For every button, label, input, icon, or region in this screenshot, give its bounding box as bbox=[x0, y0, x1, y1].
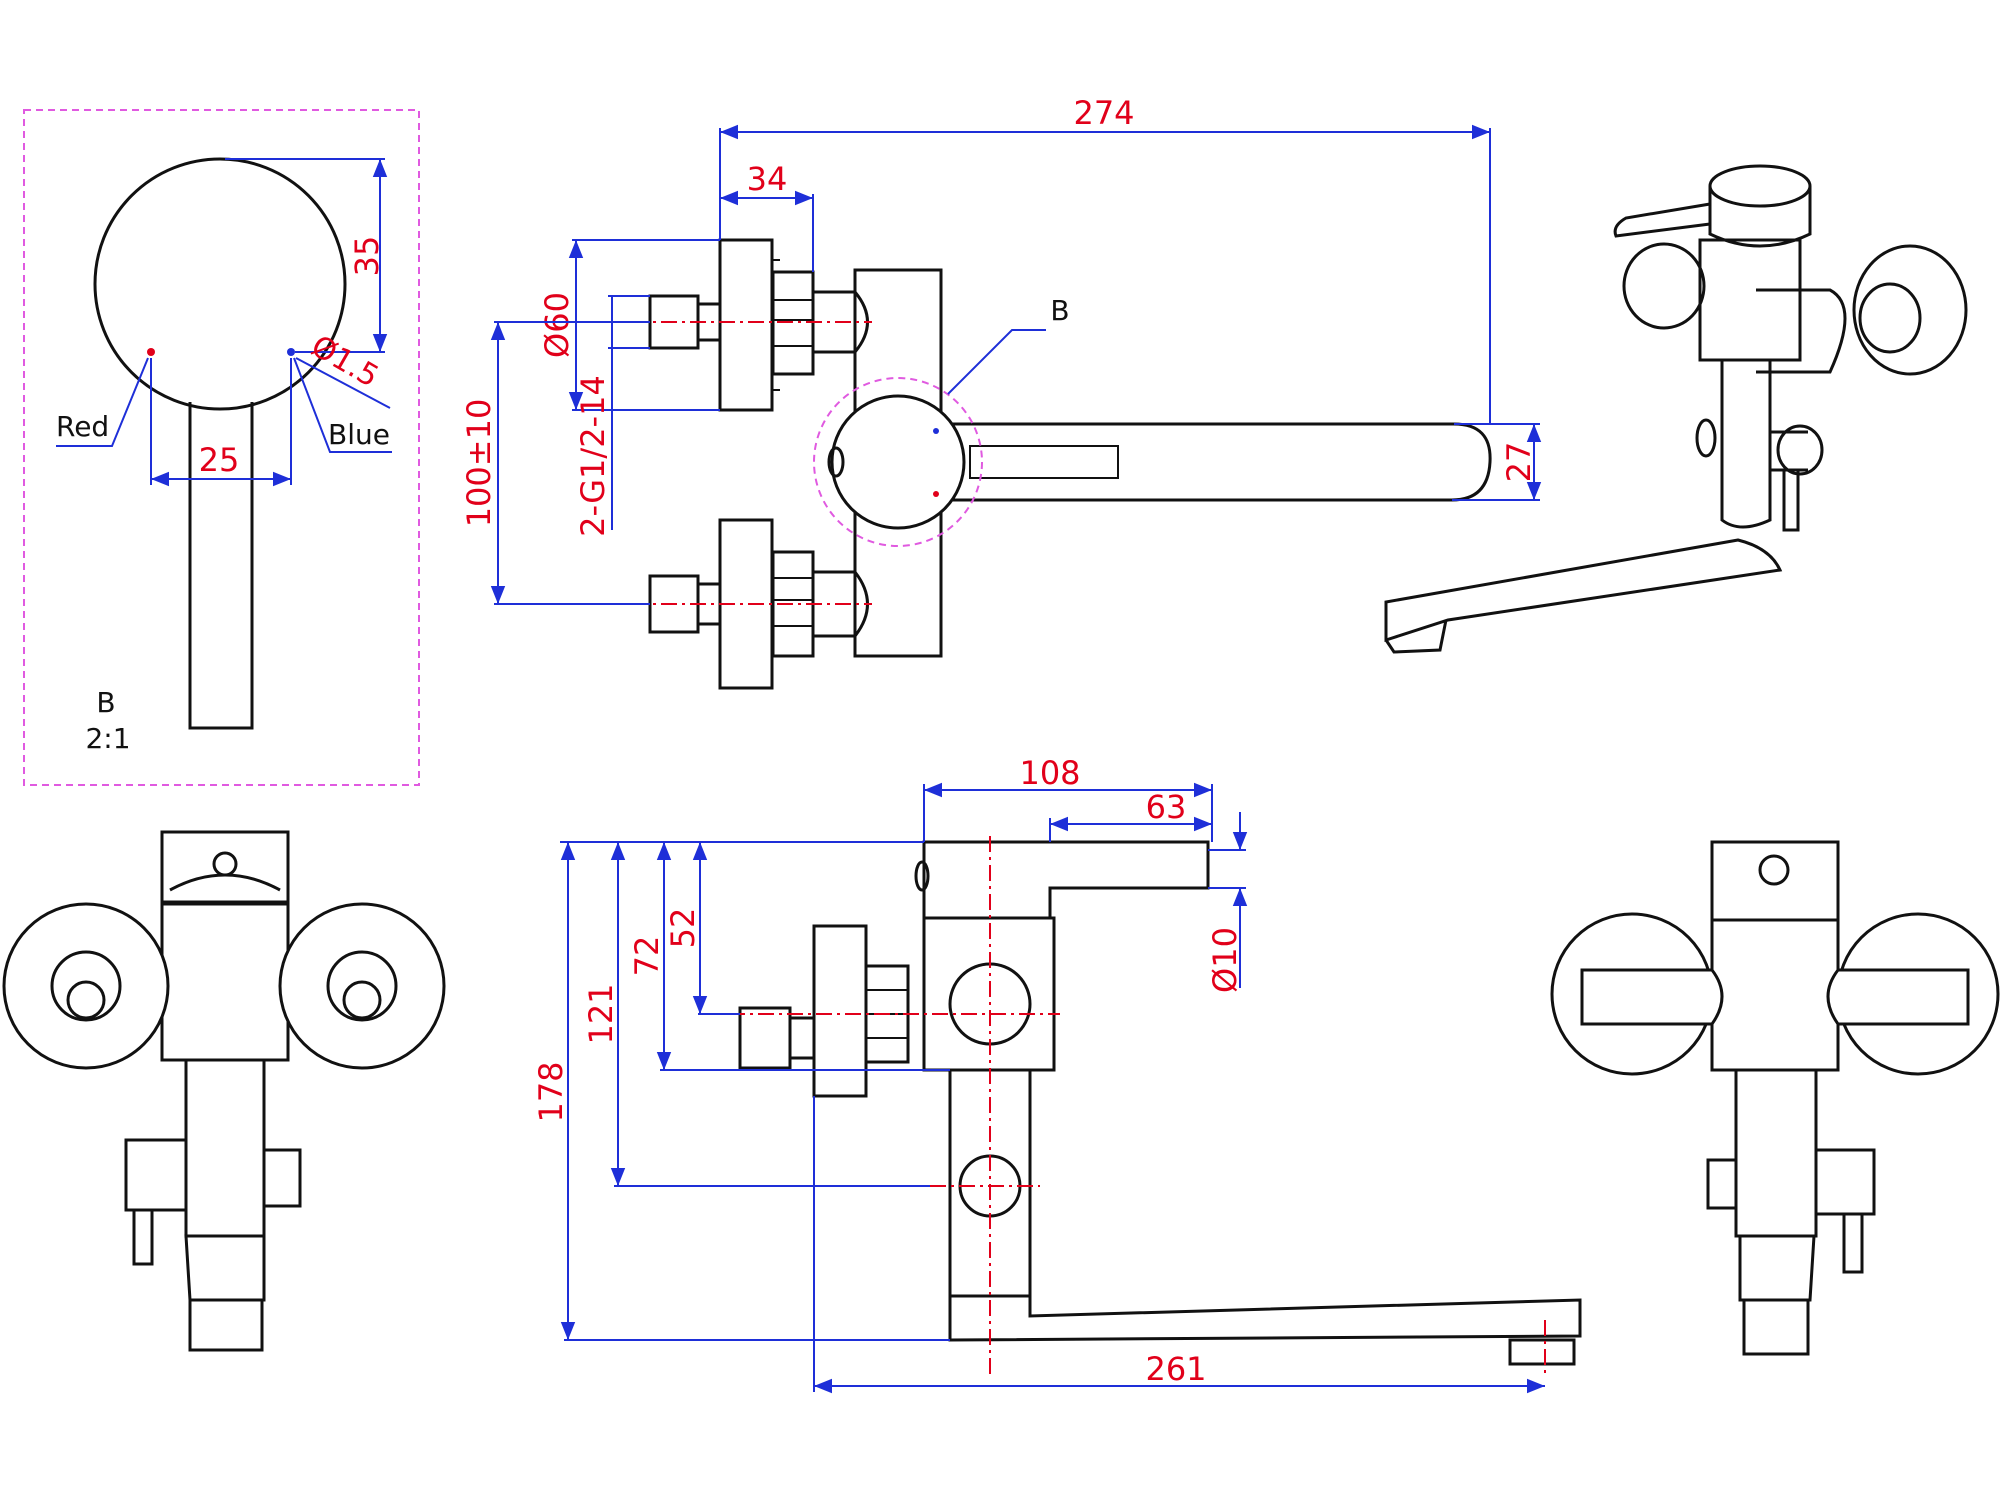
spout-top-view bbox=[940, 422, 1492, 502]
iso-diverter-knob bbox=[1776, 424, 1824, 476]
front-elevation-view bbox=[1550, 840, 2000, 1356]
iso-right-disc bbox=[1852, 244, 1968, 376]
dim-100-text: 100±10 bbox=[460, 399, 498, 528]
iso-right-nut bbox=[1858, 282, 1922, 354]
dim-72-text: 72 bbox=[628, 936, 666, 977]
dim-121-text: 121 bbox=[582, 983, 620, 1044]
fe-top-plate bbox=[1710, 840, 1840, 922]
red-label: Red bbox=[56, 410, 109, 443]
dim-34-text: 34 bbox=[747, 160, 788, 198]
fe-body bbox=[1710, 918, 1840, 1072]
handle-pin bbox=[827, 446, 845, 478]
blue-leader bbox=[293, 357, 392, 453]
fe-stem bbox=[1734, 1068, 1818, 1238]
iso-body bbox=[1698, 238, 1802, 362]
iso-handle-lever bbox=[1613, 202, 1711, 238]
iso-spout bbox=[1384, 538, 1783, 643]
back-view bbox=[2, 830, 446, 1352]
back-top-plate bbox=[160, 830, 290, 904]
detail-scale: 2:1 bbox=[85, 722, 130, 755]
back-right-rosette bbox=[278, 902, 446, 1070]
iso-diverter-pin bbox=[1782, 470, 1800, 532]
side-outlet bbox=[1508, 1338, 1576, 1366]
back-diverter-pin bbox=[132, 1208, 154, 1266]
back-stem bbox=[184, 1058, 266, 1238]
blue-label: Blue bbox=[328, 418, 390, 451]
side-handle bbox=[922, 840, 1210, 920]
handle-cap-circle bbox=[93, 157, 347, 411]
side-handle-pin bbox=[914, 860, 930, 892]
red-indicator-dot bbox=[147, 348, 155, 356]
dim-52-text: 52 bbox=[664, 908, 702, 949]
detail-b-circle bbox=[813, 377, 983, 547]
dim-phi10-text: Ø10 bbox=[1206, 927, 1244, 993]
fe-diverter bbox=[1814, 1148, 1876, 1216]
callout-b-leader bbox=[947, 329, 1046, 395]
iso-diverter-lines bbox=[1770, 430, 1808, 472]
side-inlet bbox=[738, 1006, 792, 1070]
dim-63-text: 63 bbox=[1146, 788, 1187, 826]
back-left-rosette bbox=[2, 902, 170, 1070]
lower-nut-lines bbox=[773, 577, 813, 627]
detail-b-view: 35 Ø1.5 Red Blue 25 B 2:1 bbox=[23, 109, 420, 786]
red-leader bbox=[56, 357, 149, 447]
back-diverter bbox=[124, 1138, 188, 1212]
side-view: 108 63 Ø10 52 72 121 178 261 bbox=[532, 754, 1582, 1394]
isometric-view bbox=[1384, 164, 1968, 654]
detail-view-letter: B bbox=[96, 686, 115, 719]
back-top-arc bbox=[169, 873, 281, 892]
iso-left-disc bbox=[1622, 242, 1706, 330]
dim-108-text: 108 bbox=[1019, 754, 1080, 792]
fe-top-hole bbox=[1758, 854, 1790, 886]
handle-disc bbox=[830, 394, 966, 530]
detail-frame bbox=[23, 109, 420, 786]
iso-handle-top bbox=[1708, 164, 1812, 208]
front-view: 274 34 Ø60 2-G1/2-14 100±10 27 B bbox=[460, 94, 1542, 690]
dim-27-text: 27 bbox=[1500, 442, 1538, 483]
back-left-inlet bbox=[66, 980, 106, 1020]
fe-thread bbox=[1706, 1158, 1738, 1210]
lever-shaft bbox=[188, 402, 254, 730]
back-right-inlet bbox=[342, 980, 382, 1020]
dim-274-text: 274 bbox=[1073, 94, 1134, 132]
dim-phi15-leader bbox=[295, 357, 391, 409]
fe-outlet bbox=[1742, 1298, 1810, 1356]
side-inlet-neck bbox=[790, 1016, 814, 1060]
back-body bbox=[160, 902, 290, 1062]
back-right-nut bbox=[326, 950, 398, 1022]
iso-stem bbox=[1720, 360, 1772, 529]
back-outlet bbox=[188, 1298, 264, 1352]
upper-flange-detail bbox=[772, 259, 780, 391]
back-spout-end bbox=[184, 1234, 266, 1302]
upper-flange bbox=[718, 238, 774, 412]
fe-spout-end bbox=[1738, 1234, 1816, 1302]
back-top-hole bbox=[212, 851, 238, 877]
dim-261-text: 261 bbox=[1145, 1350, 1206, 1388]
iso-diverter-left bbox=[1695, 418, 1717, 458]
iso-right-arm bbox=[1756, 288, 1847, 374]
red-mark bbox=[933, 491, 939, 497]
fe-right-arm bbox=[1826, 968, 1970, 1026]
fe-left-arm bbox=[1580, 968, 1724, 1026]
dim-phi60-text: Ø60 bbox=[538, 292, 576, 358]
dim-thread-text: 2-G1/2-14 bbox=[574, 375, 612, 537]
back-thread bbox=[262, 1148, 302, 1208]
side-spout bbox=[948, 1294, 1582, 1342]
blue-mark bbox=[933, 428, 939, 434]
upper-nut-lines bbox=[773, 299, 813, 347]
blue-indicator-dot bbox=[287, 348, 295, 356]
dim-35-text: 35 bbox=[348, 236, 386, 277]
spout-slot bbox=[969, 445, 1119, 479]
iso-spout-outlet bbox=[1384, 619, 1448, 654]
iso-handle-cap bbox=[1708, 186, 1812, 248]
dim-178-text: 178 bbox=[532, 1061, 570, 1122]
callout-b-text: B bbox=[1050, 294, 1069, 327]
fe-diverter-pin bbox=[1842, 1212, 1864, 1274]
back-left-nut bbox=[50, 950, 122, 1022]
dim-25-text: 25 bbox=[199, 441, 240, 479]
